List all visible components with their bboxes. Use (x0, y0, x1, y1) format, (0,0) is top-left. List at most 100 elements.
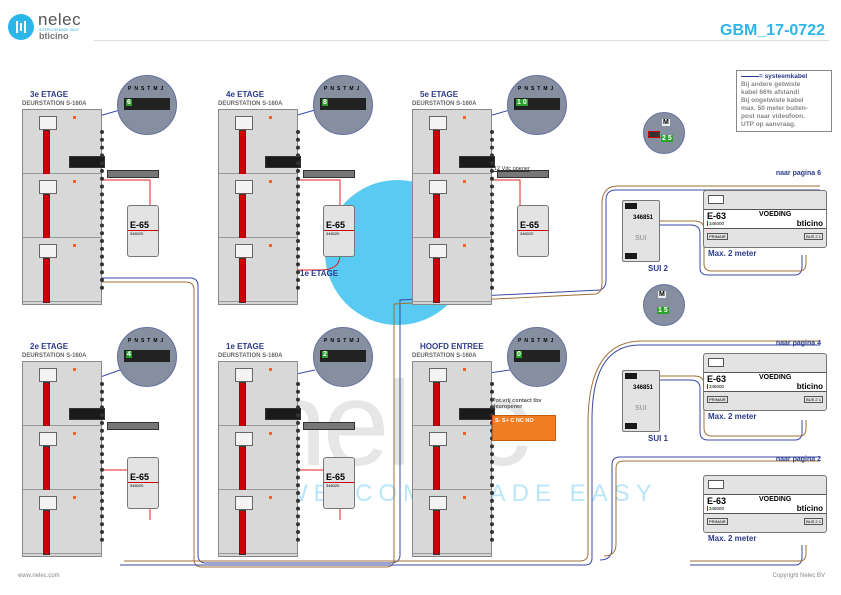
sui-link-blue (660, 379, 803, 441)
mount-clips (490, 382, 499, 542)
e63-primary-terminal: PRIMAIR (707, 396, 728, 403)
station-module (23, 174, 101, 239)
legend-line: UTP op aanvraag. (741, 121, 796, 128)
door-station-panel[interactable] (218, 109, 301, 305)
footer-website[interactable]: www.nelec.com (18, 573, 60, 579)
sui-link-brown (660, 375, 807, 437)
sui-address-magnifier: M 2 5 (643, 112, 685, 154)
door-opener-icon (107, 170, 159, 178)
door-station-panel[interactable] (22, 109, 105, 305)
ribbon-cable (239, 130, 246, 175)
sui-interface[interactable]: 346851 SUI (622, 370, 660, 432)
power-supply-e65[interactable]: E-65 346020 (127, 457, 159, 509)
address-strip (124, 350, 170, 362)
brand-tagline: INTERCOM MADE EASY (39, 28, 80, 32)
e63-name: VOEDING (759, 374, 792, 381)
e63-brand: bticino (796, 382, 823, 391)
bticino-mark-icon (463, 180, 466, 183)
mount-clips (100, 130, 109, 290)
terminal-block (265, 156, 301, 168)
e63-face: E-63 VOEDING 346000 bticino (704, 209, 826, 229)
bticino-mark-icon (463, 116, 466, 119)
door-station-panel[interactable] (412, 361, 495, 557)
door-opener-icon (107, 422, 159, 430)
station-title: 3e ETAGE (30, 90, 69, 99)
power-supply-e63[interactable]: E-63 VOEDING 346000 bticino PRIMAIR BUS … (703, 353, 827, 411)
e63-bus-terminal: BUS 2 1 (804, 518, 823, 525)
bticino-mark-icon (73, 368, 76, 371)
station-model: DEURSTATION S-160A (22, 353, 87, 359)
e63-window (708, 480, 724, 489)
sui-code: 346851 (633, 215, 654, 221)
e65-code: 346020 (324, 230, 354, 236)
ribbon-cable (43, 446, 50, 491)
power-supply-e65[interactable]: E-65 346020 (127, 205, 159, 257)
sui-address-magnifier: M 1 5 (643, 284, 685, 326)
bus-cable-blue (59, 189, 820, 564)
bticino-mark-icon (463, 244, 466, 247)
ribbon-cable (433, 194, 440, 239)
brand-name: nelec (38, 10, 82, 29)
ribbon-cable (239, 446, 246, 491)
door-station-panel[interactable] (22, 361, 105, 557)
address-strip (514, 350, 560, 362)
power-supply-e63[interactable]: E-63 VOEDING 346000 bticino PRIMAIR BUS … (703, 190, 827, 248)
module-window (429, 116, 447, 130)
e65-code: 346020 (128, 230, 158, 236)
bticino-mark-icon (269, 116, 272, 119)
station-module (413, 426, 491, 491)
legend-line: post naar videofoon. (741, 113, 805, 120)
station-module (23, 238, 101, 303)
module-window (429, 180, 447, 194)
e65-model: E-65 (130, 220, 150, 230)
bticino-mark-icon (463, 496, 466, 499)
partner-brand: bticino (39, 31, 69, 41)
address-magnifier: PNSTMJ 8 (313, 75, 373, 135)
page-reference[interactable]: naar pagina 6 (775, 170, 821, 177)
ribbon-cable (433, 510, 440, 555)
module-window (429, 432, 447, 446)
footer-copyright: Copyright Nelec BV (772, 573, 825, 579)
bticino-mark-icon (269, 432, 272, 435)
e63-name: VOEDING (759, 496, 792, 503)
power-supply-e65[interactable]: E-65 346020 (323, 457, 355, 509)
e65-model: E-65 (326, 472, 346, 482)
e63-name: VOEDING (759, 211, 792, 218)
sui-interface[interactable]: 346851 SUI (622, 200, 660, 262)
address-badge: 2 5 (661, 135, 673, 142)
station-model: DEURSTATION S-160A (218, 353, 283, 359)
page-reference[interactable]: naar pagina 4 (775, 340, 821, 347)
door-station-panel[interactable] (218, 361, 301, 557)
page-reference[interactable]: naar pagina 2 (775, 456, 821, 463)
e63-brand: bticino (796, 219, 823, 228)
station-module (219, 426, 297, 491)
bus-cable-brown (63, 185, 820, 568)
power-supply-e63[interactable]: E-63 VOEDING 346000 bticino PRIMAIR BUS … (703, 475, 827, 533)
connector-labels: PNSTMJ (518, 338, 557, 344)
sui-device-text: SUI (635, 235, 647, 242)
door-station-panel[interactable] (412, 109, 495, 305)
sui-label: SUI 1 (648, 434, 669, 443)
bticino-mark-icon (73, 180, 76, 183)
station-module (219, 490, 297, 555)
bticino-mark-icon (269, 180, 272, 183)
mount-clips (490, 130, 499, 290)
ribbon-cable (43, 510, 50, 555)
relay-label: Pot.vrij contact tbv deuropener (492, 398, 542, 410)
ribbon-cable (239, 382, 246, 427)
power-supply-e65[interactable]: E-65 346020 (323, 205, 355, 257)
terminal-block (459, 156, 495, 168)
module-window (39, 180, 57, 194)
e63-primary-terminal: PRIMAIR (707, 233, 728, 240)
station-module (219, 238, 297, 303)
door-opener-icon (303, 170, 355, 178)
bus-cable-blue (120, 344, 820, 566)
relay-terminal-block: S- S+ C NC NO (492, 415, 556, 441)
ribbon-cable (43, 258, 50, 303)
e65-model: E-65 (130, 472, 150, 482)
ribbon-cable (239, 258, 246, 303)
module-window (235, 244, 253, 258)
power-supply-e65[interactable]: E-65 346020 (517, 205, 549, 257)
connector-labels: PNSTMJ (518, 86, 557, 92)
module-window (235, 368, 253, 382)
